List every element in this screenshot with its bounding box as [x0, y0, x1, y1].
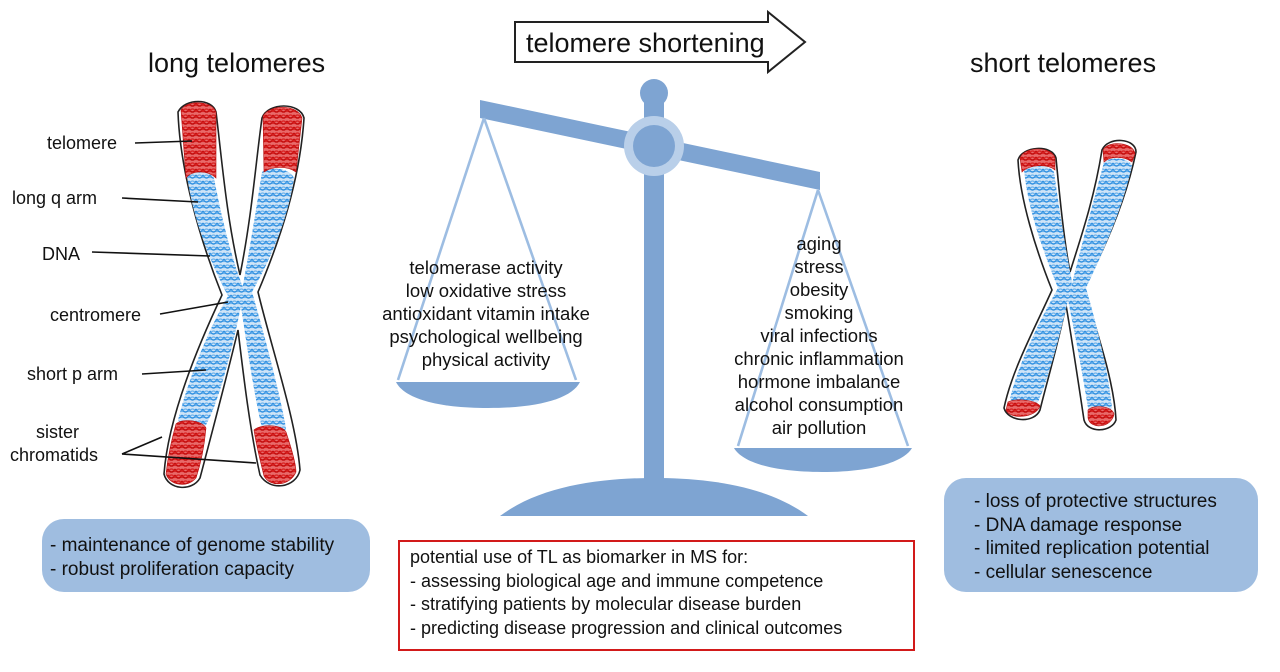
- short-effect-item: - limited replication potential: [974, 538, 1210, 559]
- label-centromere: centromere: [50, 305, 142, 325]
- left-pan-item: psychological wellbeing: [389, 326, 583, 347]
- left-pan-item: antioxidant vitamin intake: [382, 303, 590, 324]
- short-telomeres-title: short telomeres: [970, 48, 1157, 78]
- biomarker-box: potential use of TL as biomarker in MS f…: [398, 540, 915, 651]
- right-pan-item: chronic inflammation: [734, 348, 904, 369]
- label-dna: DNA: [42, 244, 81, 264]
- right-pan-item: smoking: [784, 302, 854, 323]
- short-telomeres-effects-box: - loss of protective structures - DNA da…: [944, 478, 1258, 592]
- long-effect-item: - robust proliferation capacity: [50, 558, 294, 580]
- telomere-shortening-arrow: [514, 9, 807, 75]
- label-telomere: telomere: [47, 133, 118, 153]
- right-pan-item: hormone imbalance: [737, 371, 901, 392]
- long-telomeres-effects-box: - maintenance of genome stability - robu…: [42, 519, 370, 592]
- biomarker-heading: potential use of TL as biomarker in MS f…: [410, 547, 749, 567]
- biomarker-item: - stratifying patients by molecular dise…: [410, 594, 802, 614]
- short-effect-item: - loss of protective structures: [974, 491, 1217, 512]
- balance-scale: [396, 79, 912, 516]
- label-sister: sister: [36, 422, 80, 442]
- left-pan-item: telomerase activity: [409, 257, 563, 278]
- left-pan-item: low oxidative stress: [405, 280, 567, 301]
- short-effect-item: - cellular senescence: [974, 561, 1153, 583]
- label-chromatids: chromatids: [10, 445, 99, 465]
- short-effect-item: - DNA damage response: [974, 514, 1183, 536]
- long-telomeres-title: long telomeres: [148, 48, 326, 78]
- right-pan-item: alcohol consumption: [734, 394, 904, 415]
- label-short-p-arm: short p arm: [27, 364, 119, 384]
- label-leader-lines: [91, 140, 257, 464]
- biomarker-item: - predicting disease progression and cli…: [410, 617, 843, 638]
- right-pan-item: viral infections: [760, 325, 878, 346]
- right-pan-item: air pollution: [771, 417, 867, 438]
- right-pan-item: stress: [794, 256, 844, 277]
- short-telomere-chromosome: [1003, 139, 1137, 431]
- long-effect-item: - maintenance of genome stability: [50, 535, 335, 556]
- arrow-label: telomere shortening: [526, 28, 765, 58]
- biomarker-item: - assessing biological age and immune co…: [410, 570, 824, 591]
- left-pan-item: physical activity: [421, 349, 551, 370]
- right-pan-item: aging: [796, 233, 842, 254]
- label-long-q-arm: long q arm: [12, 188, 98, 208]
- right-pan-item: obesity: [789, 279, 849, 300]
- left-pan-factors: telomerase activity low oxidative stress…: [366, 256, 606, 371]
- right-pan-factors: aging stress obesity smoking viral infec…: [714, 232, 924, 439]
- long-telomere-chromosome: [163, 100, 305, 489]
